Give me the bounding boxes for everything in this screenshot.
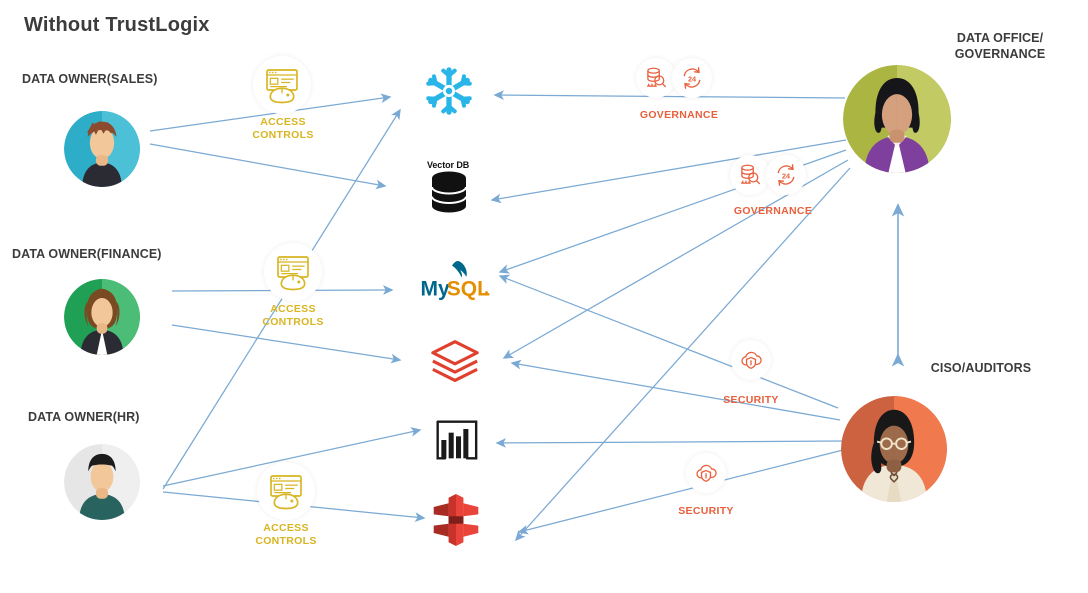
ciso-auditors-label: CISO/AUDITORS	[916, 360, 1046, 376]
data-office-line2: GOVERNANCE	[954, 47, 1046, 61]
svg-text:SQL: SQL	[447, 278, 490, 301]
avatar-data-owner-hr[interactable]	[64, 444, 140, 520]
access-controls-label-hr: ACCESS CONTROLS	[232, 522, 340, 548]
vector-db-caption: Vector DB	[427, 160, 470, 170]
page-title: Without TrustLogix	[24, 14, 210, 36]
ac-line2-hr: CONTROLS	[255, 535, 317, 547]
avatar-data-office-governance[interactable]	[843, 65, 951, 173]
cycle-24-icon-gov-middle: 24	[766, 155, 806, 195]
access-controls-icon-hr	[257, 462, 315, 520]
databricks-icon[interactable]	[429, 338, 481, 386]
snowflake-icon[interactable]	[423, 65, 475, 117]
cloud-shield-icon-sec-bottom	[686, 453, 726, 493]
access-controls-icon-sales	[253, 56, 311, 114]
ac-line1-hr: ACCESS	[263, 522, 309, 534]
aws-redshift-icon[interactable]	[430, 494, 482, 546]
vector-db-icon[interactable]	[427, 170, 471, 216]
access-controls-icon-finance	[264, 243, 322, 301]
database-search-icon-gov-top	[636, 58, 676, 98]
ac-line1-finance: ACCESS	[270, 303, 316, 315]
security-label-top: SECURITY	[723, 394, 779, 406]
browser-mouse-icon	[270, 475, 302, 510]
mysql-icon[interactable]: My SQL	[419, 258, 491, 306]
browser-mouse-icon	[266, 69, 298, 104]
data-owner-finance-label: DATA OWNER(FINANCE)	[12, 247, 162, 261]
cloud-shield-icon-sec-top	[731, 340, 771, 380]
data-owner-hr-label: DATA OWNER(HR)	[28, 410, 140, 424]
data-owner-sales-label: DATA OWNER(SALES)	[22, 72, 158, 86]
ac-line1-sales: ACCESS	[260, 116, 306, 128]
svg-text:My: My	[421, 278, 450, 301]
security-label-bottom: SECURITY	[678, 505, 734, 517]
governance-label-top: GOVERNANCE	[639, 109, 719, 121]
ac-line2-sales: CONTROLS	[252, 129, 314, 141]
access-controls-label-finance: ACCESS CONTROLS	[239, 303, 347, 329]
database-search-icon-gov-middle	[730, 155, 770, 195]
avatar-data-owner-finance[interactable]	[64, 279, 140, 355]
avatar-data-owner-sales[interactable]	[64, 111, 140, 187]
data-office-label: DATA OFFICE/ GOVERNANCE	[940, 30, 1060, 62]
governance-label-middle: GOVERNANCE	[733, 205, 813, 217]
data-office-line1: DATA OFFICE/	[956, 31, 1044, 45]
avatar-ciso-auditors[interactable]	[841, 396, 947, 502]
browser-mouse-icon	[277, 256, 309, 291]
svg-text:24: 24	[688, 74, 697, 83]
ac-line2-finance: CONTROLS	[262, 316, 324, 328]
access-controls-label-sales: ACCESS CONTROLS	[229, 116, 337, 142]
svg-text:24: 24	[782, 171, 791, 180]
ciso-line1: CISO/AUDITORS	[930, 361, 1032, 375]
cycle-24-icon-gov-top: 24	[672, 58, 712, 98]
power-bi-icon[interactable]	[430, 418, 482, 462]
